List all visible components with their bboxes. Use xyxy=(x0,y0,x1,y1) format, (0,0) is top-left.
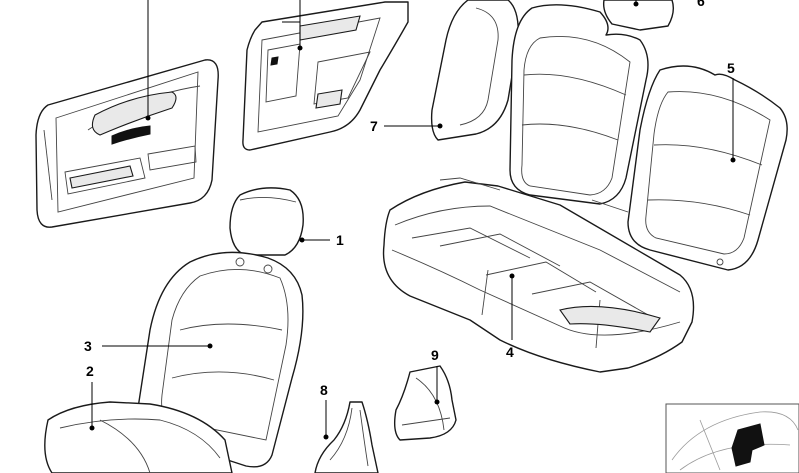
callout-1[interactable]: 1 xyxy=(299,232,345,248)
handbrake-boot[interactable] xyxy=(393,365,457,441)
rear-side-trim-panel[interactable] xyxy=(242,1,409,151)
callout-label-8: 8 xyxy=(320,382,328,398)
callout-3[interactable]: 3 xyxy=(84,338,213,354)
rear-side-bolster[interactable] xyxy=(430,0,519,141)
callout-label-9: 9 xyxy=(431,347,439,363)
shift-boot[interactable] xyxy=(314,401,379,473)
callout-label-4: 4 xyxy=(506,344,514,360)
rear-headrest[interactable] xyxy=(602,0,675,31)
rear-backrest-right[interactable] xyxy=(627,65,788,271)
callout-label-7: 7 xyxy=(370,118,378,134)
callout-4[interactable]: 4 xyxy=(506,273,515,361)
vehicle-locator-thumbnail xyxy=(665,403,799,473)
callout-9[interactable]: 9 xyxy=(431,347,440,405)
callout-2[interactable]: 2 xyxy=(86,363,95,431)
side-panel-leader xyxy=(282,0,303,51)
door-panel-leader xyxy=(145,0,151,121)
callout-label-5: 5 xyxy=(727,60,735,76)
front-door-trim-panel[interactable] xyxy=(35,59,219,228)
rear-backrest-left[interactable] xyxy=(509,4,649,213)
callout-label-1: 1 xyxy=(336,232,344,248)
callout-7[interactable]: 7 xyxy=(370,118,443,134)
callout-8[interactable]: 8 xyxy=(320,382,329,440)
callout-5[interactable]: 5 xyxy=(727,60,736,163)
callout-label-3: 3 xyxy=(84,338,92,354)
callout-label-2: 2 xyxy=(86,363,94,379)
callout-6[interactable]: 6 xyxy=(633,0,706,9)
rear-seat-cushion[interactable] xyxy=(382,177,695,373)
callout-label-6: 6 xyxy=(697,0,705,9)
front-headrest[interactable] xyxy=(229,187,304,256)
